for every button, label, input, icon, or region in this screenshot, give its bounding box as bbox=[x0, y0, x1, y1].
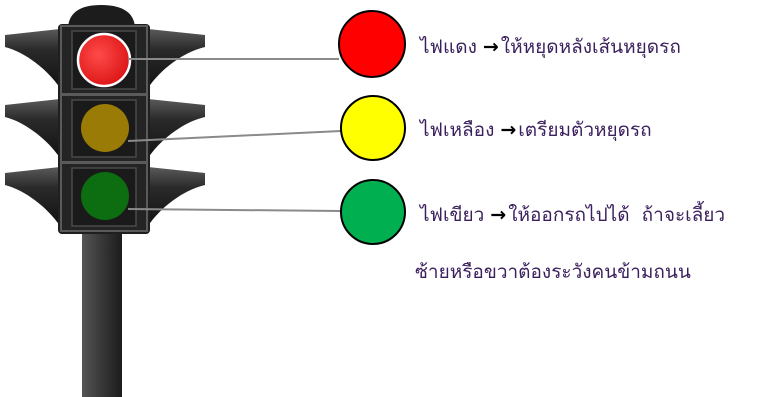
legend-red-label: ไฟแดง bbox=[420, 36, 477, 58]
legend-red-text: ไฟแดง→ให้หยุดหลังเส้นหยุดรถ bbox=[420, 33, 681, 61]
traffic-light-cap bbox=[68, 5, 135, 27]
legend-yellow-label: ไฟเหลือง bbox=[420, 119, 495, 141]
right-visor-middle bbox=[148, 99, 205, 158]
legend-green-description-continued-text: ซ้ายหรือขวาต้องระวังคนข้ามถนน bbox=[415, 261, 691, 283]
left-visor-bottom bbox=[5, 167, 60, 226]
right-visor-bottom bbox=[148, 167, 205, 226]
arrow-icon: → bbox=[490, 204, 507, 226]
left-visors bbox=[5, 29, 60, 226]
legend-red-description: ให้หยุดหลังเส้นหยุดรถ bbox=[500, 36, 681, 58]
yellow-lamp bbox=[81, 104, 129, 152]
legend-swatch-red bbox=[338, 10, 406, 78]
legend-green-text: ไฟเขียว→ให้ออกรถไปได้ ถ้าจะเลี้ยว bbox=[420, 201, 725, 229]
arrow-icon: → bbox=[500, 119, 517, 141]
green-lamp bbox=[81, 172, 129, 220]
arrow-icon: → bbox=[482, 36, 499, 58]
red-lamp bbox=[76, 32, 132, 88]
legend-green-description: ให้ออกรถไปได้ ถ้าจะเลี้ยว bbox=[508, 204, 726, 226]
legend-swatch-green bbox=[340, 179, 406, 245]
legend-yellow-text: ไฟเหลือง→เตรียมตัวหยุดรถ bbox=[420, 116, 652, 144]
legend-yellow-description: เตรียมตัวหยุดรถ bbox=[518, 119, 652, 141]
connector-yellow bbox=[127, 130, 342, 142]
connector-green bbox=[127, 208, 342, 212]
legend-swatch-yellow bbox=[340, 95, 406, 161]
traffic-light-pole bbox=[82, 230, 122, 397]
left-visor-top bbox=[5, 29, 60, 88]
legend-green-description-continued: ซ้ายหรือขวาต้องระวังคนข้ามถนน bbox=[415, 258, 691, 286]
left-visor-middle bbox=[5, 99, 60, 158]
legend-green-label: ไฟเขียว bbox=[420, 204, 485, 226]
